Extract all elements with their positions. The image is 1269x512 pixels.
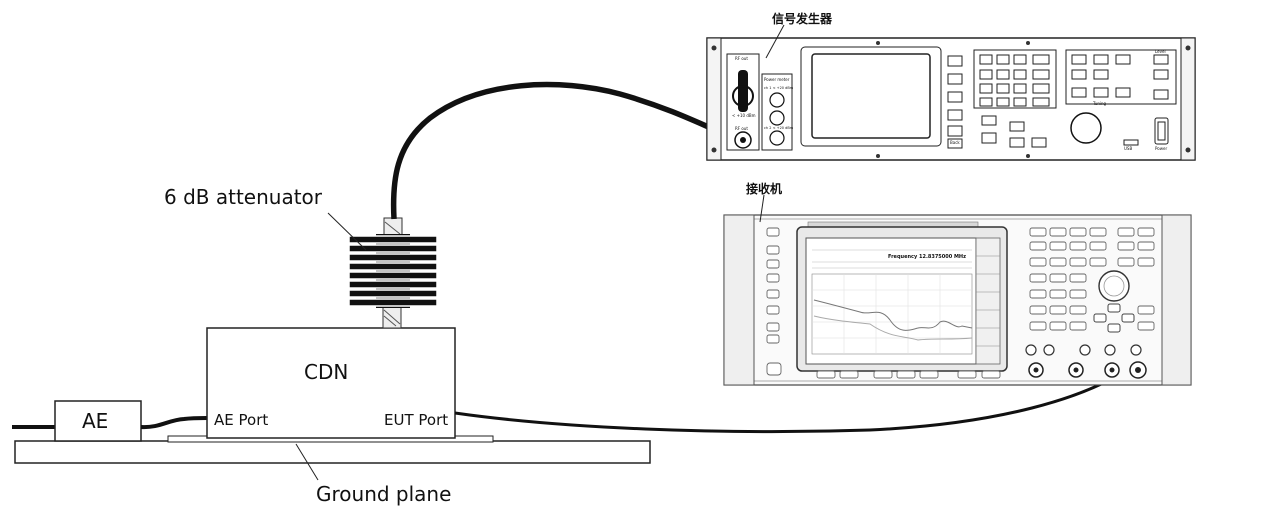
sg-power: Power [1155, 146, 1168, 151]
signal-generator-leader [765, 24, 785, 59]
attenuator-label: 6 dB attenuator [164, 185, 323, 209]
ae-label: AE [82, 409, 109, 433]
cdn-label: CDN [304, 360, 349, 384]
ae-to-cdn-cable [140, 416, 208, 430]
sg-power-meter: Power meter [764, 77, 790, 82]
sg-back: Back [950, 140, 960, 145]
ground-plane-label: Ground plane [316, 482, 452, 506]
cdn-box [206, 327, 456, 439]
receiver-frequency-readout: Frequency 12.8375000 MHz [888, 254, 967, 260]
sg-level: Level [1155, 49, 1166, 54]
sg-max-level: < +10 dBm [732, 113, 756, 118]
receiver-label: 接收机 [746, 182, 783, 196]
eut-port-label: EUT Port [384, 411, 449, 429]
attenuator [348, 217, 438, 329]
sg-ch2-max: ch 2 < +20 dBm [764, 126, 794, 130]
attenuator-to-generator-cable [390, 81, 740, 220]
signal-generator [706, 37, 1196, 161]
attenuator-leader [327, 212, 367, 251]
signal-generator-label: 信号发生器 [772, 12, 833, 26]
sg-usb: USB [1124, 146, 1133, 151]
ground-plane [14, 440, 651, 464]
ae-box [54, 400, 142, 442]
sg-tuning: Tuning [1093, 101, 1107, 106]
sg-rf-out-bottom: RF out [735, 126, 748, 131]
receiver [723, 214, 1192, 386]
receiver-leader [759, 194, 765, 223]
sg-ch1-max: ch 1 < +20 dBm [764, 86, 794, 90]
sg-rf-out-top: RF out [735, 56, 748, 61]
ground-plane-leader [295, 443, 319, 481]
eut-to-receiver-cable [454, 366, 1131, 434]
ae-port-label: AE Port [214, 411, 269, 429]
